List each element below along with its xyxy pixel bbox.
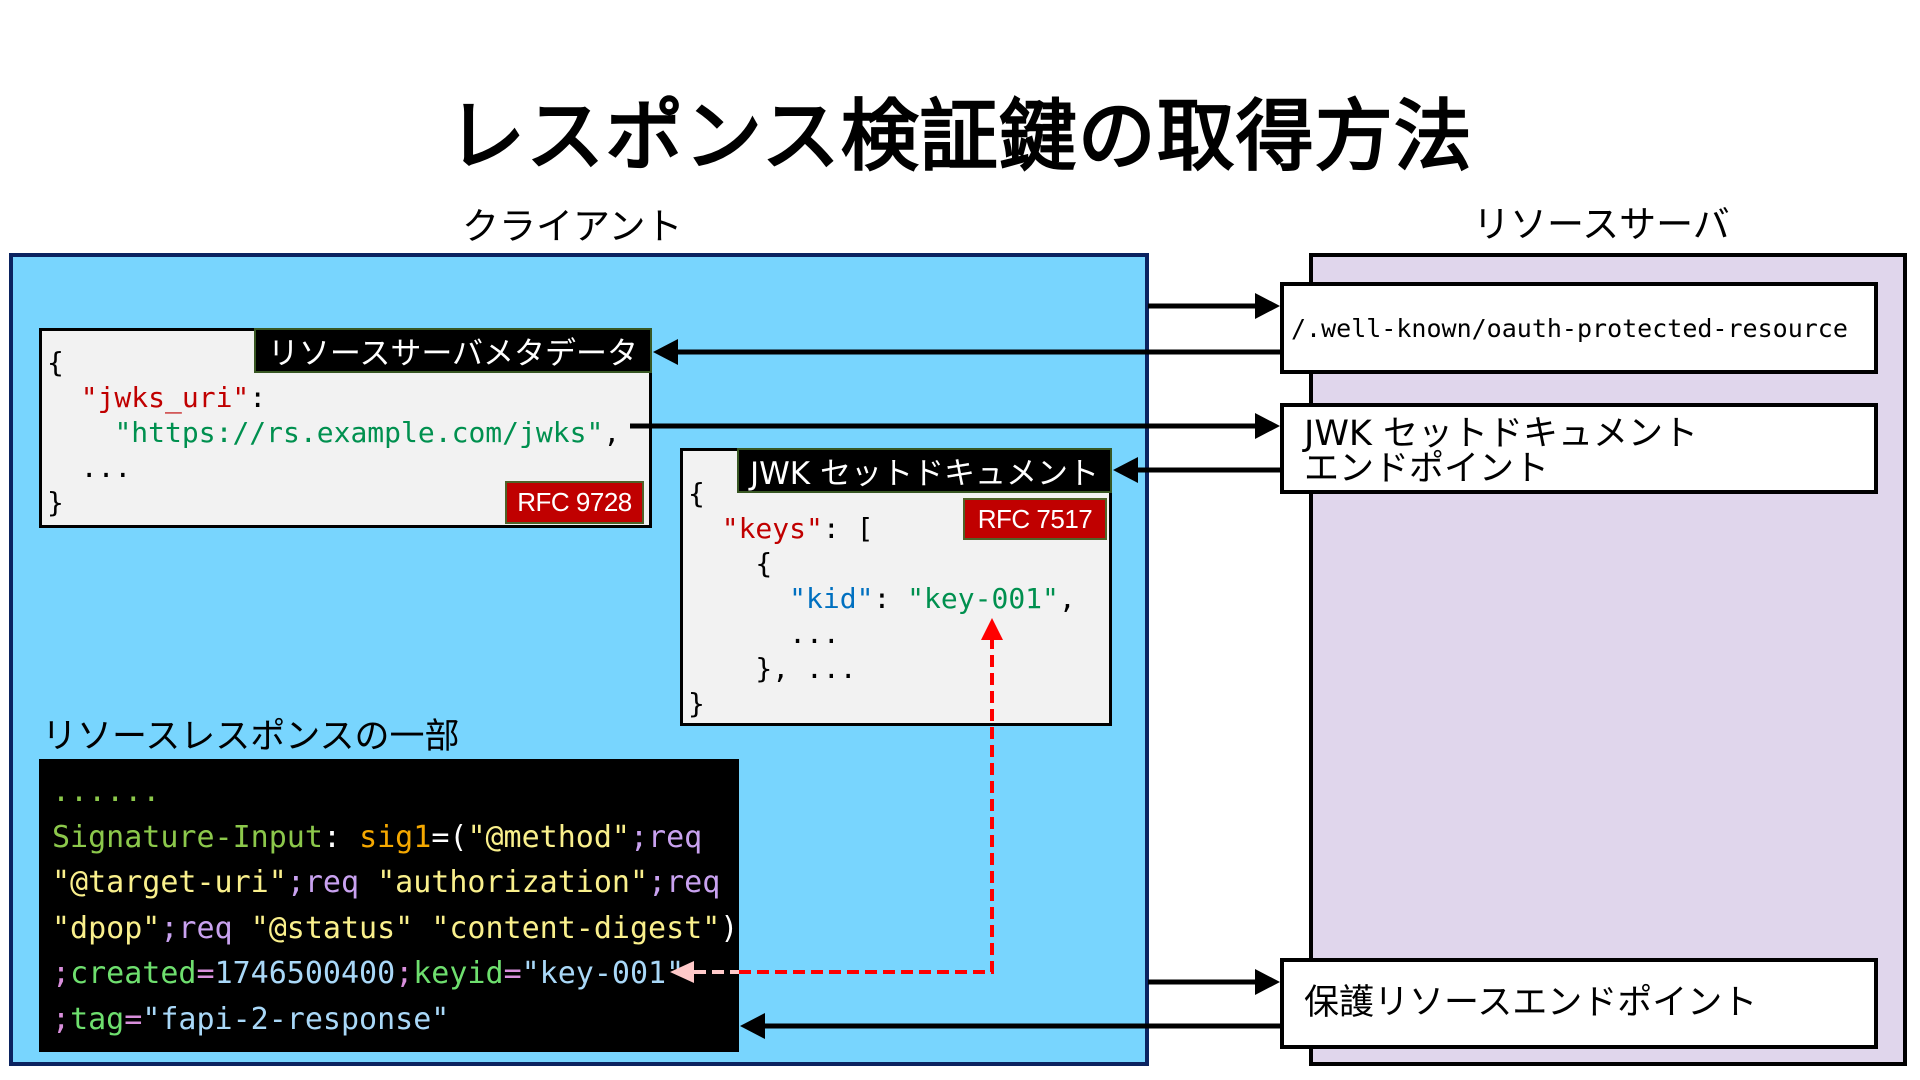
metadata-endpoint-path: /.well-known/oauth-protected-resource <box>1291 313 1848 343</box>
code-token-plain: ... <box>688 617 840 650</box>
code-line: ... <box>47 450 620 485</box>
code-token-attr: keyid <box>413 956 504 991</box>
code-token-plain: }, ... <box>688 652 857 685</box>
code-token-plain: } <box>688 687 705 720</box>
code-token-plain: : <box>249 381 267 414</box>
code-token-key: "keys" <box>721 512 823 545</box>
code-token-plain <box>47 416 114 449</box>
code-token-punct: =( <box>431 819 468 855</box>
jwk-set-document-title: JWK セットドキュメント <box>737 448 1112 493</box>
code-token-subkey: "kid" <box>789 582 874 615</box>
code-token-plain <box>47 381 81 414</box>
code-token-req: ;req <box>286 865 360 900</box>
code-token-sep: = <box>124 1001 143 1037</box>
code-token-string: "key-001" <box>907 582 1059 615</box>
code-token-value: "key-001" <box>521 956 685 991</box>
code-token-plain: { <box>688 477 705 510</box>
arrowhead-right-icon <box>1255 969 1280 995</box>
code-token-value: 1746500400 <box>214 956 396 991</box>
code-token-param: sig1 <box>359 819 432 855</box>
metadata-document-title: リソースサーバメタデータ <box>254 328 652 373</box>
client-label: クライアント <box>462 205 683 248</box>
code-token-plain: { <box>688 547 773 580</box>
code-token-plain: } <box>47 486 64 519</box>
code-token-sep: = <box>196 956 215 991</box>
rfc-7517-badge: RFC 7517 <box>963 498 1107 540</box>
code-token-plain: { <box>47 346 64 379</box>
code-line: { <box>688 546 1076 581</box>
resource-server-label: リソースサーバ <box>1473 203 1730 246</box>
jwk-set-endpoint-box: JWK セットドキュメント エンドポイント <box>1280 403 1878 494</box>
code-token-plain: , <box>603 416 621 449</box>
code-token-string: "https://rs.example.com/jwks" <box>114 416 604 449</box>
code-line: "https://rs.example.com/jwks", <box>47 415 620 450</box>
jwk-set-endpoint-line2: エンドポイント <box>1304 448 1550 489</box>
code-token-quoted: "@method" <box>467 819 630 855</box>
code-line: Signature-Input: sig1=("@method";req <box>52 815 738 861</box>
resource-response-label: リソースレスポンスの一部 <box>42 717 460 757</box>
code-line: } <box>688 686 1076 721</box>
code-token-attr: tag <box>70 1001 125 1037</box>
metadata-json-code: { "jwks_uri": "https://rs.example.com/jw… <box>47 345 620 520</box>
arrow-client-to-metadata-endpoint <box>1148 293 1280 319</box>
metadata-endpoint-box: /.well-known/oauth-protected-resource <box>1280 282 1878 374</box>
code-token-req: ;req <box>648 865 721 900</box>
code-line: ;created=1746500400;keyid="key-001" <box>52 951 738 997</box>
code-line: { <box>47 345 620 380</box>
code-line: ...... <box>52 769 738 815</box>
code-token-header: Signature-Input <box>52 819 323 855</box>
resource-server-panel <box>1309 253 1907 1066</box>
code-line: ;tag="fapi-2-response" <box>52 997 738 1043</box>
jwk-set-endpoint-line1: JWK セットドキュメント <box>1304 413 1699 454</box>
code-token-sep: ; <box>395 956 414 991</box>
code-token-value: "fapi-2-response" <box>142 1001 450 1037</box>
code-token-quoted: "authorization" <box>377 865 649 900</box>
code-token-plain: : [ <box>822 512 874 545</box>
code-token-plain: , <box>1058 582 1076 615</box>
code-line: }, ... <box>688 651 1076 686</box>
rfc-9728-badge: RFC 9728 <box>505 481 644 524</box>
code-line: "kid": "key-001", <box>688 581 1076 616</box>
code-token-key: "jwks_uri" <box>80 381 250 414</box>
code-token-req: ;req <box>630 819 703 855</box>
code-token-header: ...... <box>52 774 161 809</box>
code-token-punct <box>359 865 377 900</box>
protected-resource-endpoint-label: 保護リソースエンドポイント <box>1304 983 1758 1023</box>
code-token-quoted: "@status" <box>250 910 414 946</box>
resource-response-code: ......Signature-Input: sig1=("@method";r… <box>52 769 738 1042</box>
code-token-plain: ... <box>47 451 132 484</box>
code-line: ... <box>688 616 1076 651</box>
code-token-punct: : <box>322 819 360 855</box>
code-line: "jwks_uri": <box>47 380 620 415</box>
code-token-plain <box>688 582 789 615</box>
arrowhead-right-icon <box>1255 413 1280 439</box>
code-token-quoted: "@target-uri" <box>52 865 287 900</box>
code-token-attr: created <box>70 956 197 991</box>
code-token-quoted: "content-digest" <box>431 910 721 946</box>
resource-response-code-box <box>39 759 739 1052</box>
code-token-quoted: "dpop" <box>52 910 161 946</box>
code-token-plain: : <box>873 582 908 615</box>
code-token-sep: ; <box>52 956 71 991</box>
code-token-req: ;req <box>160 910 233 946</box>
code-line: } <box>47 485 620 520</box>
code-token-punct: ) <box>720 910 739 946</box>
code-line: { <box>688 476 1076 511</box>
page-title: レスポンス検証鍵の取得方法 <box>447 92 1473 182</box>
protected-resource-endpoint-box: 保護リソースエンドポイント <box>1280 958 1878 1049</box>
code-token-sep: ; <box>52 1001 71 1037</box>
code-token-plain <box>688 512 722 545</box>
arrowhead-right-icon <box>1255 293 1280 319</box>
code-line: "@target-uri";req "authorization";req <box>52 860 738 906</box>
code-line: "dpop";req "@status" "content-digest") <box>52 906 738 952</box>
arrow-client-to-protected-endpoint <box>1148 969 1280 995</box>
code-token-punct <box>233 911 251 946</box>
code-token-punct <box>413 911 431 946</box>
code-token-sep: = <box>503 956 522 991</box>
code-line: "keys": [ <box>688 511 1076 546</box>
